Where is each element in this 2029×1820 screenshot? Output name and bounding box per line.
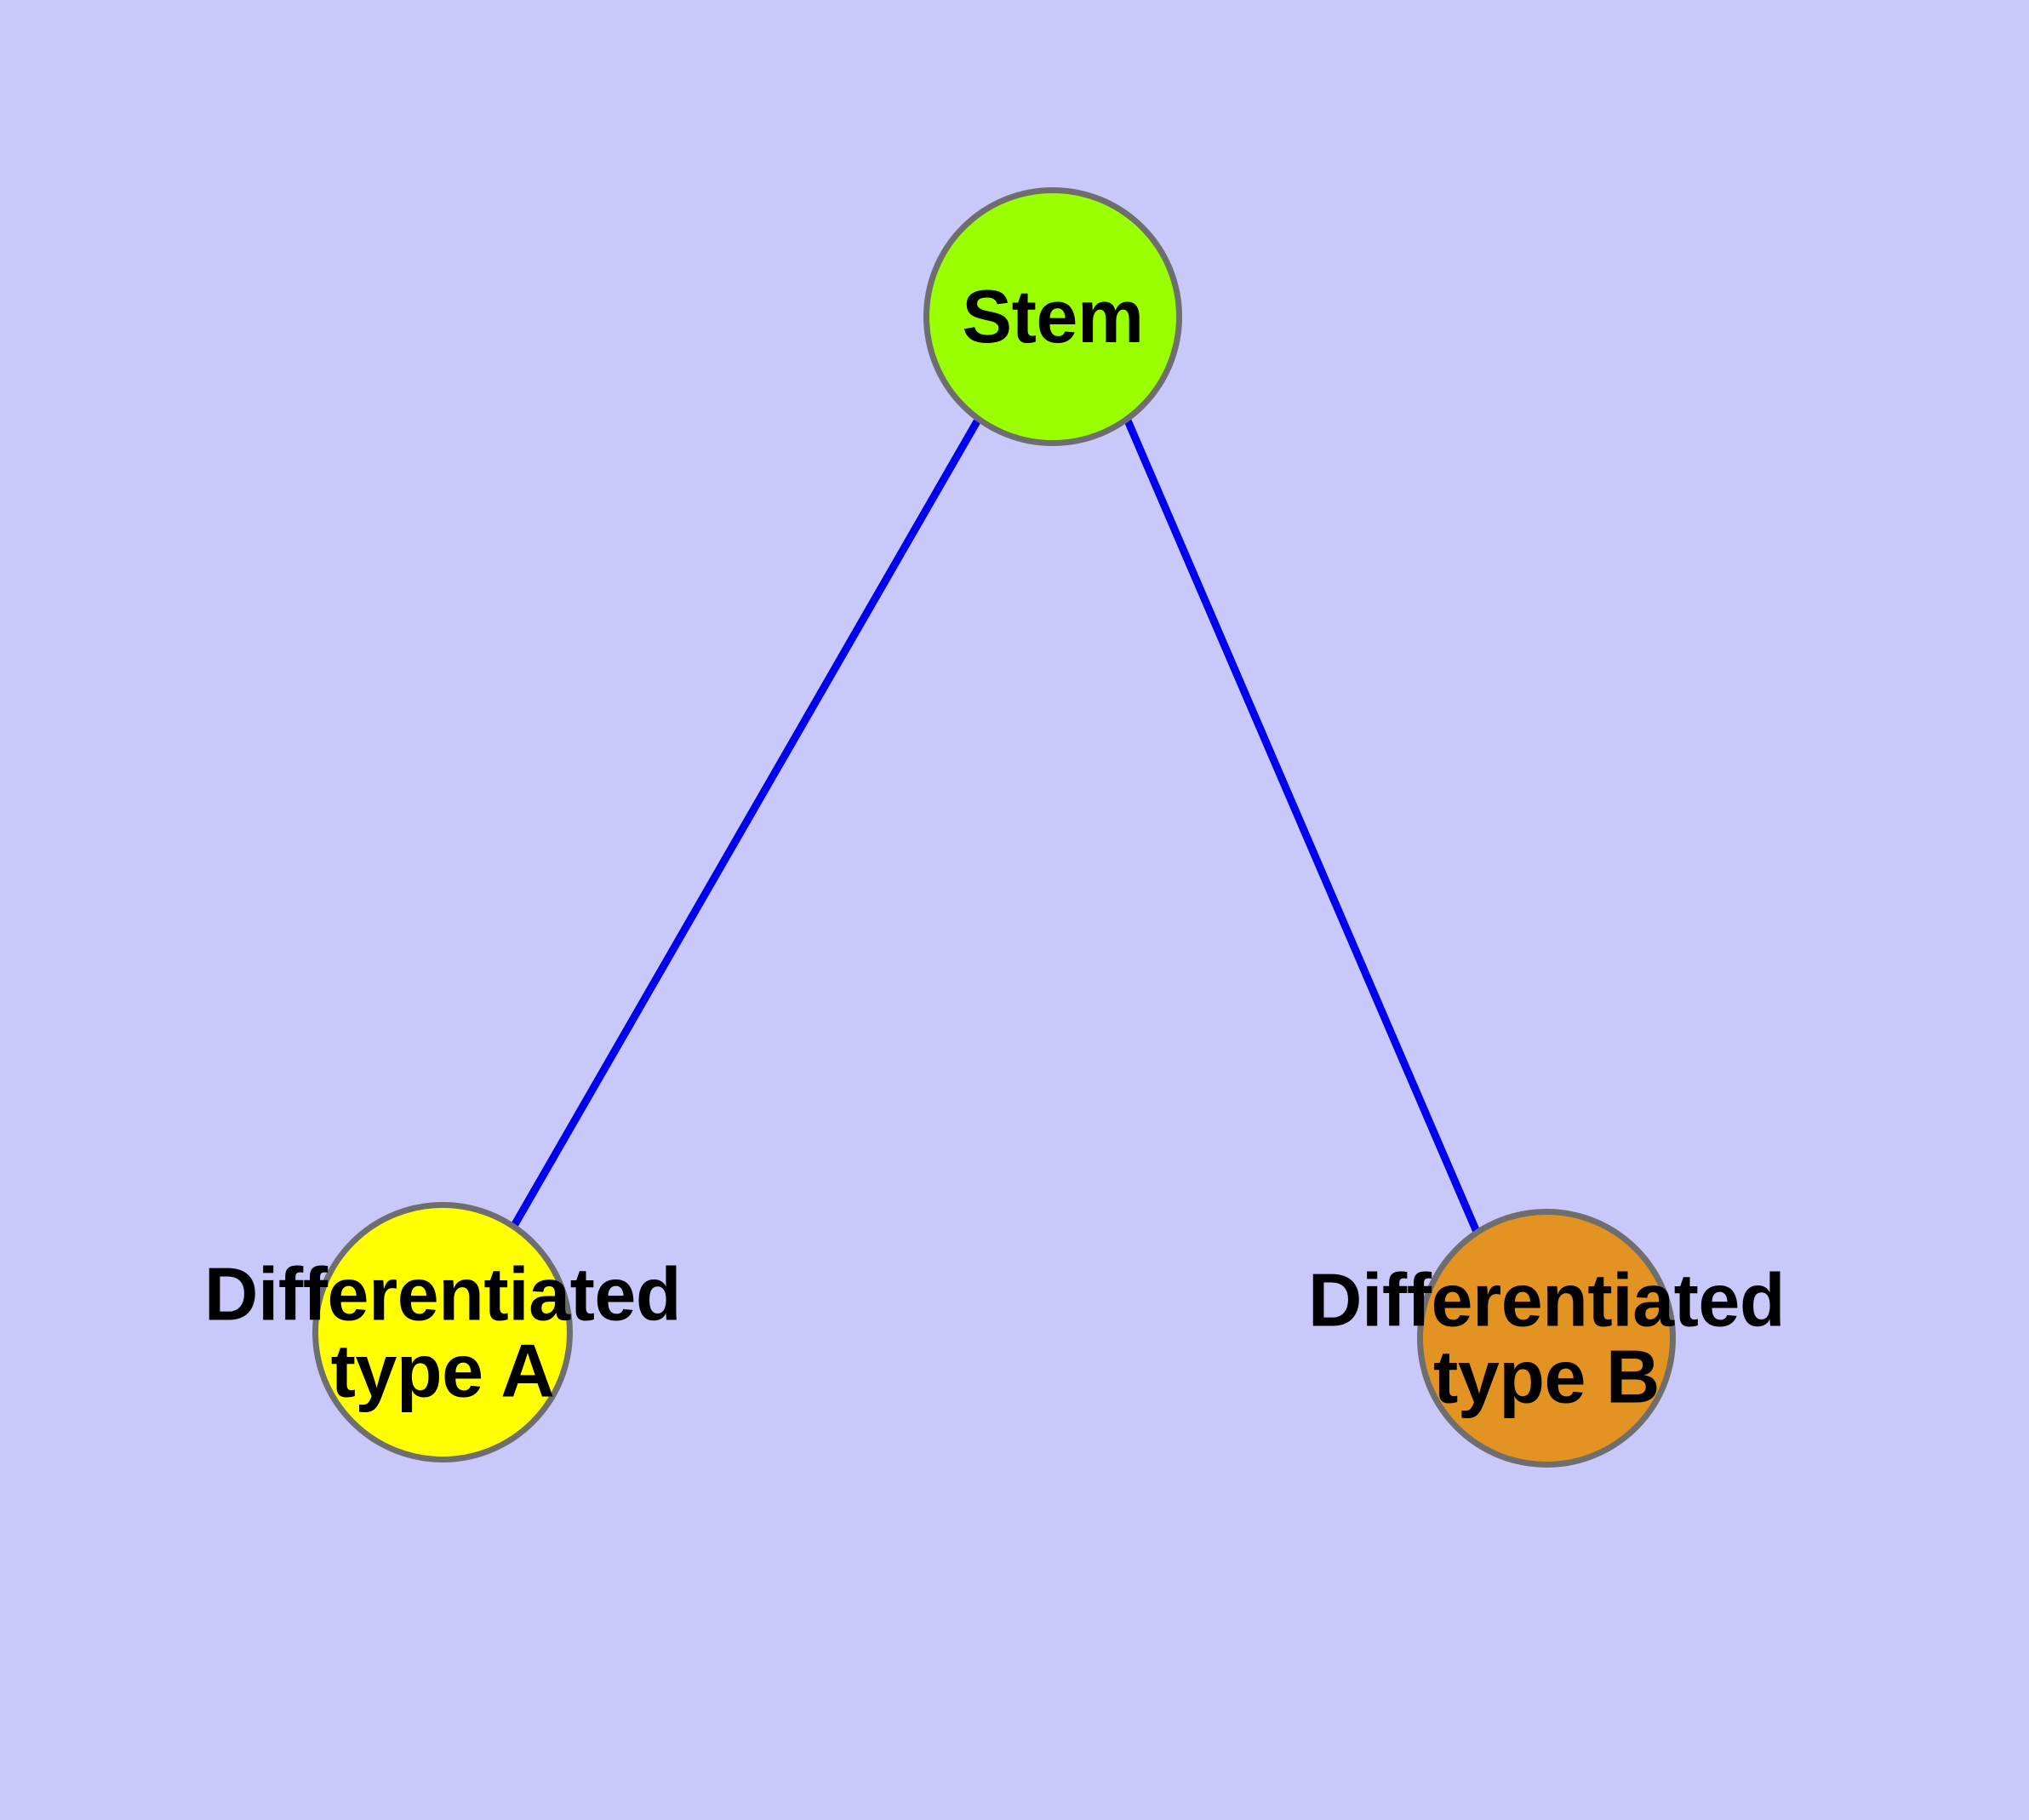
node-circle-diff_b[interactable]: [1417, 1209, 1676, 1468]
edge-stem-to-diff_a: [511, 419, 980, 1228]
node-circle-diff_a[interactable]: [312, 1202, 573, 1462]
nodes-group: [312, 187, 1676, 1468]
edge-stem-to-diff_b: [1123, 419, 1481, 1233]
node-circle-stem[interactable]: [923, 187, 1182, 446]
edges-group: [511, 419, 1481, 1233]
